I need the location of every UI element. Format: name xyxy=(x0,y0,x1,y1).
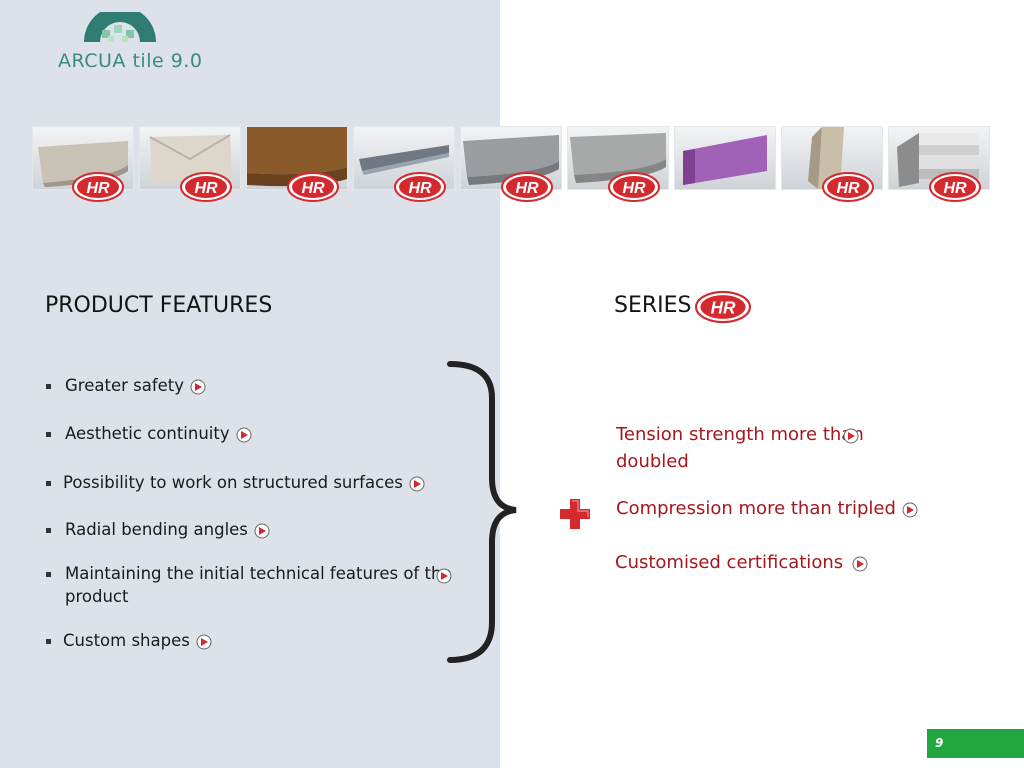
svg-text:HR: HR xyxy=(301,180,325,197)
feature-item: Custom shapes xyxy=(46,629,212,652)
svg-text:HR: HR xyxy=(943,180,967,197)
hr-logo-icon: HR xyxy=(72,172,124,202)
hr-logo-icon: HR xyxy=(822,172,874,202)
svg-text:HR: HR xyxy=(711,297,736,317)
benefit-item: Compression more than tripled xyxy=(616,495,918,522)
hr-logo-icon: HR xyxy=(608,172,660,202)
svg-text:HR: HR xyxy=(836,180,860,197)
feature-item: Maintaining the initial technical featur… xyxy=(46,562,465,608)
product-features-heading: PRODUCT FEATURES xyxy=(45,293,273,318)
bullet-icon xyxy=(46,384,51,389)
series-heading: SERIES xyxy=(614,293,692,318)
page-number: 9 xyxy=(935,736,944,750)
feature-item: Radial bending angles xyxy=(46,518,270,541)
bullet-icon xyxy=(46,639,51,644)
logo-text: ARCUA tile 9.0 xyxy=(58,50,203,72)
benefit-item: Tension strength more than doubled xyxy=(616,424,864,472)
hr-logo-icon: HR xyxy=(394,172,446,202)
hr-logo-icon: HR xyxy=(287,172,339,202)
bullet-icon xyxy=(46,432,51,437)
page-number-box: 9 xyxy=(927,729,1024,758)
plus-icon xyxy=(560,499,590,529)
svg-text:HR: HR xyxy=(194,180,218,197)
bullet-icon xyxy=(46,572,51,577)
feature-item: Greater safety xyxy=(46,374,206,397)
arrow-link-icon[interactable] xyxy=(436,568,452,584)
arrow-link-icon[interactable] xyxy=(843,428,859,444)
logo-arc-icon xyxy=(84,12,156,42)
curly-brace-icon xyxy=(447,361,517,663)
svg-text:HR: HR xyxy=(86,180,110,197)
bullet-icon xyxy=(46,481,51,486)
hr-logo-icon: HR xyxy=(501,172,553,202)
arrow-link-icon[interactable] xyxy=(190,379,206,395)
svg-text:HR: HR xyxy=(622,180,646,197)
arcua-logo: ARCUA tile 9.0 xyxy=(55,12,205,74)
feature-item: Aesthetic continuity xyxy=(46,422,252,445)
arrow-link-icon[interactable] xyxy=(902,502,918,518)
arrow-link-icon[interactable] xyxy=(409,476,425,492)
arrow-link-icon[interactable] xyxy=(852,556,868,572)
hr-logo-icon: HR xyxy=(695,290,751,324)
arrow-link-icon[interactable] xyxy=(196,634,212,650)
arrow-link-icon[interactable] xyxy=(236,427,252,443)
product-strip: HR HR HR HR HR HR HR HR xyxy=(30,126,990,210)
svg-text:HR: HR xyxy=(408,180,432,197)
bullet-icon xyxy=(46,528,51,533)
hr-logo-icon: HR xyxy=(929,172,981,202)
product-tile xyxy=(674,126,776,190)
svg-text:HR: HR xyxy=(515,180,539,197)
benefit-item: Customised certifications xyxy=(615,549,868,576)
hr-logo-icon: HR xyxy=(180,172,232,202)
feature-item: Possibility to work on structured surfac… xyxy=(46,471,425,494)
arrow-link-icon[interactable] xyxy=(254,523,270,539)
